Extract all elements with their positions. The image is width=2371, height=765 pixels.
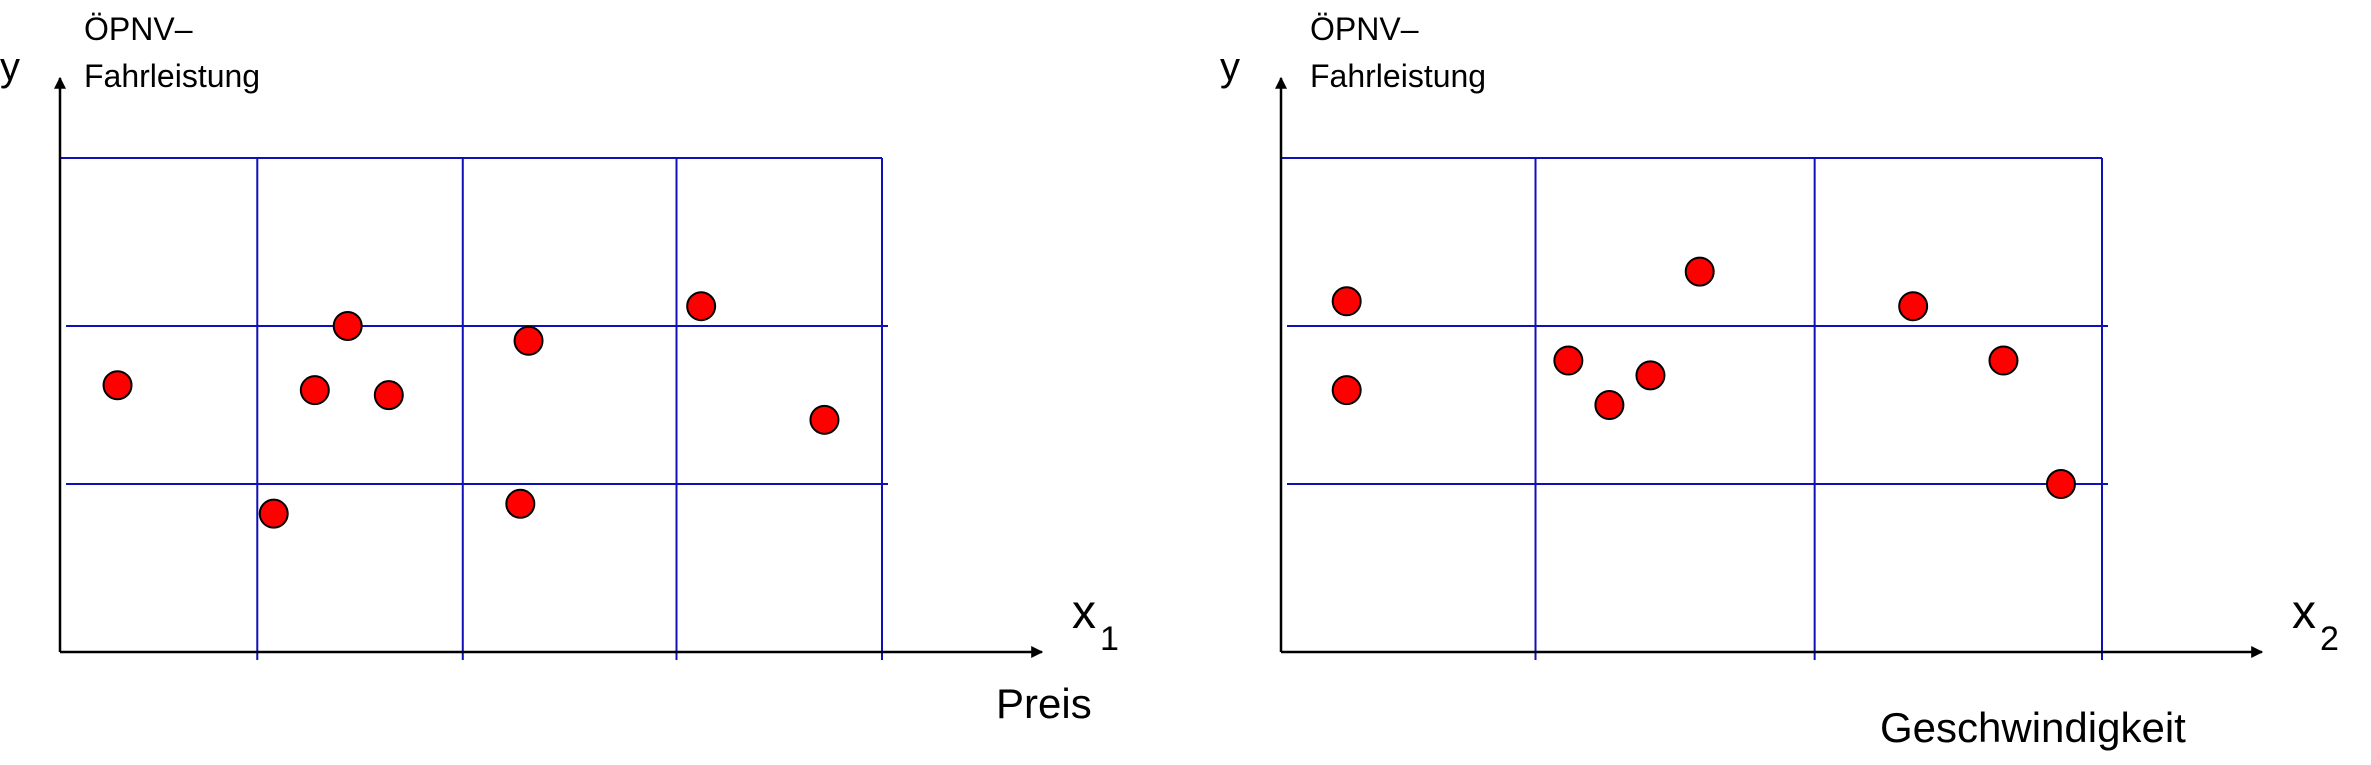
y-axis-label-line2: Fahrleistung <box>1310 58 1486 94</box>
y-axis-symbol: y <box>1220 45 1240 89</box>
data-point <box>686 291 717 322</box>
data-point <box>513 325 544 356</box>
data-point <box>1594 390 1625 420</box>
data-point <box>505 488 536 519</box>
data-point <box>1553 345 1584 376</box>
data-point <box>258 498 289 529</box>
data-point <box>332 310 363 341</box>
y-axis-label-line1: ÖPNV– <box>84 11 193 47</box>
data-points <box>1331 256 2076 500</box>
data-point <box>1331 286 1362 317</box>
data-point <box>1331 375 1362 406</box>
data-point <box>809 404 840 435</box>
x-axis-subscript: 1 <box>1100 620 1119 658</box>
data-point <box>102 370 133 401</box>
data-point <box>1898 291 1929 322</box>
axes <box>54 76 1044 658</box>
x-axis-label: Geschwindigkeit <box>1880 704 2186 751</box>
x-axis-letter: x <box>2292 586 2316 639</box>
data-point <box>1684 256 1715 287</box>
y-axis-label-line1: ÖPNV– <box>1310 11 1419 47</box>
data-point <box>1635 360 1666 391</box>
grid-lines <box>60 157 888 660</box>
data-points <box>102 291 840 529</box>
x-axis-letter: x <box>1072 586 1096 639</box>
y-axis-label-line2: Fahrleistung <box>84 58 260 94</box>
x-axis-label: Preis <box>996 680 1092 727</box>
y-axis-symbol: y <box>0 45 20 89</box>
data-point <box>373 380 404 411</box>
axes <box>1275 76 2264 658</box>
data-point <box>1988 345 2019 376</box>
data-point <box>299 375 330 406</box>
grid-lines <box>1281 157 2108 660</box>
data-point <box>2045 469 2076 500</box>
x-axis-subscript: 2 <box>2320 620 2339 658</box>
